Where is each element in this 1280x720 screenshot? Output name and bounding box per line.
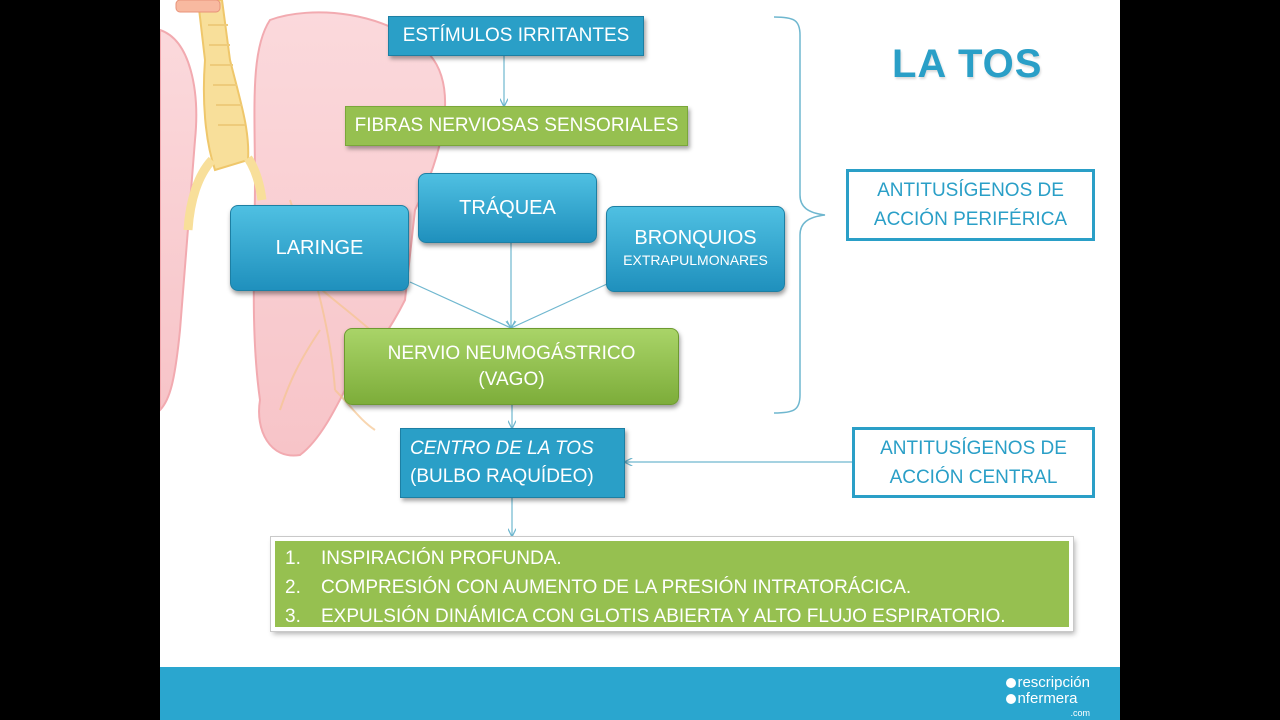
footer-bar: rescripción nfermera .com (160, 667, 1120, 720)
list-item-number: 2. (285, 577, 301, 598)
box-centro-line2: (BULBO RAQUÍDEO) (410, 466, 594, 487)
box-traquea-label: TRÁQUEA (459, 196, 556, 219)
list-item-number: 3. (285, 606, 301, 627)
box-laringe-label: LARINGE (275, 236, 364, 259)
box-nervio-line2: (VAGO) (478, 368, 545, 390)
logo-line1: rescripción (1017, 674, 1090, 691)
logo-com: .com (1070, 708, 1090, 718)
logo-line2: nfermera (1017, 690, 1078, 707)
logo-p-icon (1006, 678, 1017, 688)
brace (773, 16, 826, 414)
list-item-text: EXPULSIÓN DINÁMICA CON GLOTIS ABIERTA Y … (321, 606, 1006, 627)
label-central-line1: ANTITUSÍGENOS DE (880, 437, 1067, 459)
box-fibras-label: FIBRAS NERVIOSAS SENSORIALES (354, 115, 679, 136)
box-bronquios: BRONQUIOS EXTRAPULMONARES (606, 206, 785, 292)
list-item-number: 1. (285, 548, 301, 569)
box-traquea: TRÁQUEA (418, 173, 597, 243)
list-item: 1. INSPIRACIÓN PROFUNDA. (285, 544, 1069, 573)
box-estimulos-label: ESTÍMULOS IRRITANTES (402, 25, 630, 46)
box-fibras-nerviosas: FIBRAS NERVIOSAS SENSORIALES (345, 106, 688, 146)
list-item-text: INSPIRACIÓN PROFUNDA. (321, 548, 562, 569)
list-item: 3. EXPULSIÓN DINÁMICA CON GLOTIS ABIERTA… (285, 602, 1069, 631)
box-laringe: LARINGE (230, 205, 409, 291)
logo-e-icon (1006, 694, 1017, 704)
box-nervio-line1: NERVIO NEUMOGÁSTRICO (387, 342, 636, 364)
slide-title: LA TOS (892, 42, 1043, 86)
list-item-text: COMPRESIÓN CON AUMENTO DE LA PRESIÓN INT… (321, 577, 912, 598)
list-item: 2. COMPRESIÓN CON AUMENTO DE LA PRESIÓN … (285, 573, 1069, 602)
label-periferica-line2: ACCIÓN PERIFÉRICA (873, 209, 1068, 230)
box-centro-de-la-tos: CENTRO DE LA TOS (BULBO RAQUÍDEO) (400, 428, 625, 498)
brand-logo: rescripción nfermera .com (1006, 675, 1090, 720)
box-bronquios-label: BRONQUIOS (634, 227, 757, 249)
label-antitusigenos-central: ANTITUSÍGENOS DE ACCIÓN CENTRAL (852, 427, 1095, 498)
label-periferica-line1: ANTITUSÍGENOS DE (877, 180, 1064, 201)
box-estimulos-irritantes: ESTÍMULOS IRRITANTES (388, 16, 644, 56)
label-antitusigenos-periferica: ANTITUSÍGENOS DE ACCIÓN PERIFÉRICA (846, 169, 1095, 241)
box-nervio-neumogastrico: NERVIO NEUMOGÁSTRICO (VAGO) (344, 328, 679, 405)
label-central-line2: ACCIÓN CENTRAL (889, 466, 1058, 488)
box-centro-line1: CENTRO DE LA TOS (410, 438, 594, 459)
slide: LA TOS ESTÍMULOS IRRITANTES FIBRAS NERVI… (160, 0, 1120, 720)
box-bronquios-sublabel: EXTRAPULMONARES (623, 252, 768, 268)
cough-phases-list: 1. INSPIRACIÓN PROFUNDA. 2. COMPRESIÓN C… (271, 537, 1073, 631)
flow-arrows (409, 16, 852, 720)
